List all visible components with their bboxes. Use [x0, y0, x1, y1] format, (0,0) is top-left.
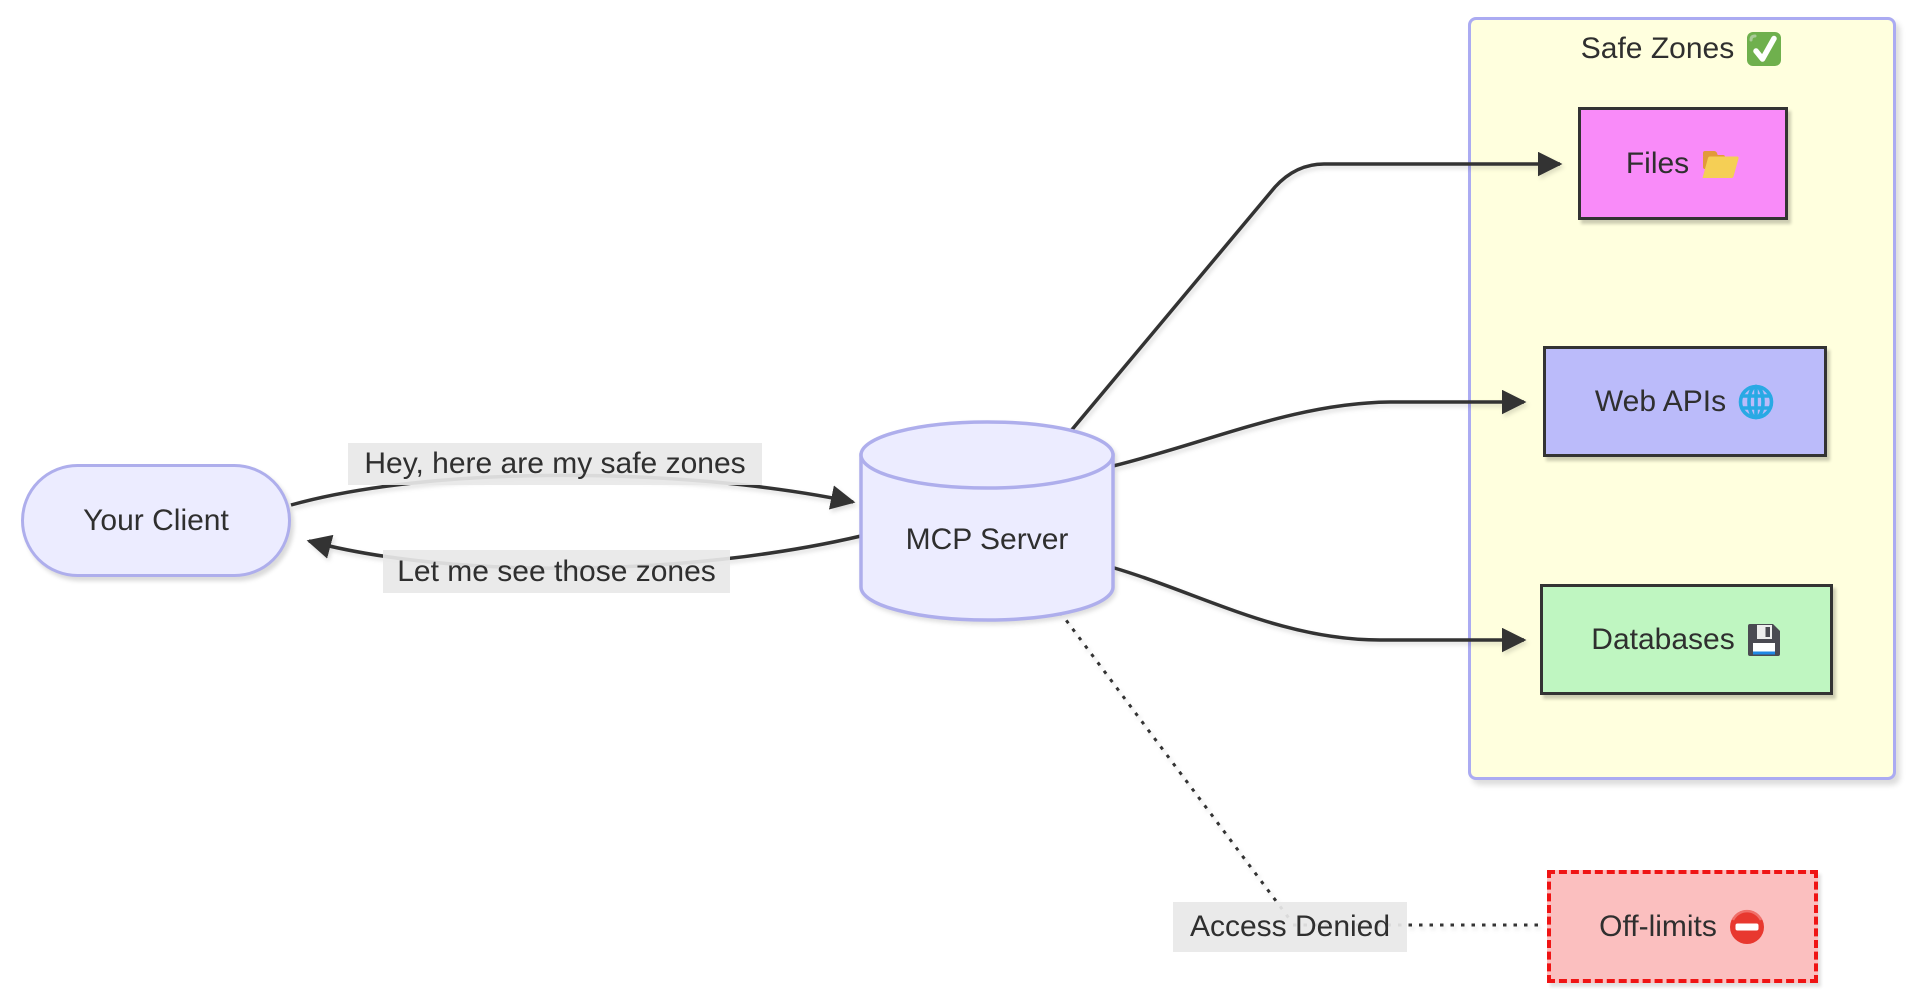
- node-web-apis: Web APIs: [1543, 346, 1827, 457]
- edge-label-access-denied: Access Denied: [1173, 902, 1407, 952]
- node-off-limits: Off-limits: [1547, 870, 1818, 983]
- mcp-server-label: MCP Server: [905, 523, 1069, 556]
- node-mcp-server-label: MCP Server: [837, 514, 1137, 566]
- check-mark-icon: [1747, 32, 1782, 66]
- edge-server-to-databases: [1110, 565, 1527, 653]
- globe-icon: [1738, 384, 1774, 419]
- edge-server-to-files: [1068, 151, 1563, 434]
- files-label: Files: [1625, 146, 1690, 180]
- edge-label-access-denied-text: Access Denied: [1189, 910, 1391, 943]
- edge-server-to-web-apis: [1112, 389, 1527, 468]
- no-entry-icon: [1729, 909, 1764, 944]
- open-folder-icon: [1702, 150, 1739, 178]
- edge-label-safe-zones-text: Hey, here are my safe zones: [364, 447, 746, 480]
- safe-zones-title-label: Safe Zones: [1580, 32, 1735, 65]
- node-databases: Databases: [1540, 584, 1833, 695]
- off-limits-label: Off-limits: [1599, 909, 1717, 943]
- edge-label-see-zones-text: Let me see those zones: [397, 554, 716, 588]
- databases-label: Databases: [1591, 622, 1735, 656]
- safe-zones-title: Safe Zones: [1468, 26, 1896, 72]
- server-cylinder-shape: [859, 420, 1115, 622]
- edge-server-to-off-limits-diagonal: [1058, 611, 1293, 922]
- edge-label-safe-zones: Hey, here are my safe zones: [348, 443, 762, 485]
- floppy-disk-icon: [1747, 623, 1780, 656]
- web-apis-label: Web APIs: [1594, 384, 1727, 418]
- node-files: Files: [1578, 107, 1788, 220]
- node-your-client: Your Client: [21, 464, 291, 577]
- your-client-label: Your Client: [83, 503, 229, 537]
- edge-label-see-zones: Let me see those zones: [383, 550, 730, 593]
